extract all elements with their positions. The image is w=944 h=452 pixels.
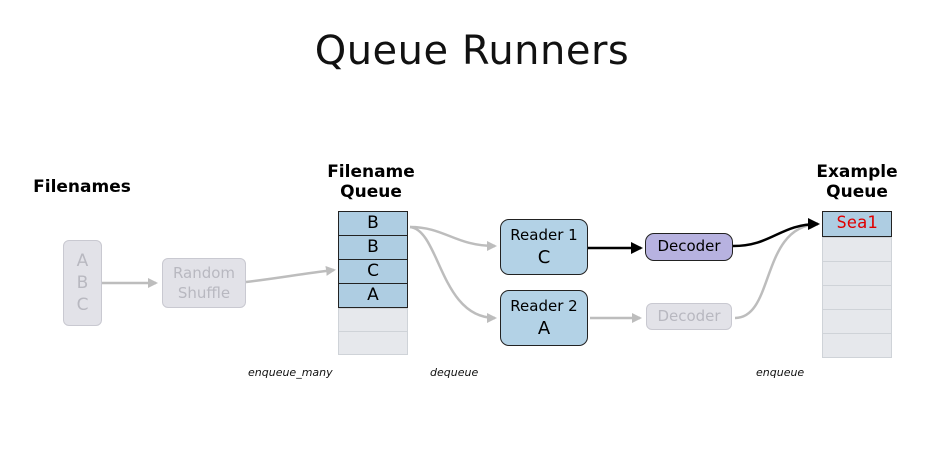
filename-queue-header-line2: Queue <box>340 182 402 202</box>
filenames-box: A B C <box>63 240 102 326</box>
filename-queue-header-line1: Filename <box>327 162 415 182</box>
decoder-2: Decoder <box>646 303 732 330</box>
arrow-decoder1-to-example <box>732 218 820 248</box>
reader-1-value: C <box>537 247 551 268</box>
reader-1-label: Reader 1 <box>510 226 578 244</box>
filename-item: B <box>76 273 89 293</box>
reader-2: Reader 2 A <box>500 290 588 346</box>
op-dequeue: dequeue <box>430 366 479 379</box>
op-enqueue: enqueue <box>756 366 805 379</box>
arrow-queue-to-reader2 <box>409 225 497 323</box>
queue-empty-slot <box>822 261 892 286</box>
arrow-shuffle-to-queue <box>245 265 336 284</box>
arrow-queue-to-reader1 <box>409 225 497 251</box>
reader-1: Reader 1 C <box>500 219 588 275</box>
shuffle-label-line2: Shuffle <box>177 284 231 302</box>
filename-item: C <box>76 295 89 315</box>
example-queue-cell: Sea1 <box>822 211 892 237</box>
queue-cell: C <box>338 259 408 284</box>
example-queue-header-line1: Example <box>816 162 898 182</box>
example-queue-header: Example Queue <box>797 162 917 202</box>
queue-empty-slot <box>822 237 892 262</box>
filename-queue: B B C A <box>338 211 408 355</box>
filename-queue-header: Filename Queue <box>311 162 431 202</box>
queue-cell: B <box>338 235 408 260</box>
decoder-1: Decoder <box>645 233 733 261</box>
queue-cell: B <box>338 211 408 236</box>
filename-item: A <box>76 251 89 271</box>
queue-empty-slot <box>822 309 892 334</box>
example-queue: Sea1 <box>822 211 892 358</box>
random-shuffle-box: Random Shuffle <box>162 258 246 308</box>
arrow-decoder2-to-example <box>734 219 820 320</box>
queue-cell: A <box>338 283 408 308</box>
reader-2-label: Reader 2 <box>510 297 578 315</box>
queue-empty-slot <box>338 308 408 332</box>
queue-empty-slot <box>338 331 408 355</box>
queue-empty-slot <box>822 333 892 358</box>
page-title: Queue Runners <box>314 28 630 74</box>
queue-empty-slot <box>822 285 892 310</box>
reader-2-value: A <box>537 318 551 339</box>
op-enqueue-many: enqueue_many <box>248 366 333 379</box>
filenames-header: Filenames <box>33 177 131 197</box>
example-queue-header-line2: Queue <box>826 182 888 202</box>
shuffle-label-line1: Random <box>172 264 236 282</box>
